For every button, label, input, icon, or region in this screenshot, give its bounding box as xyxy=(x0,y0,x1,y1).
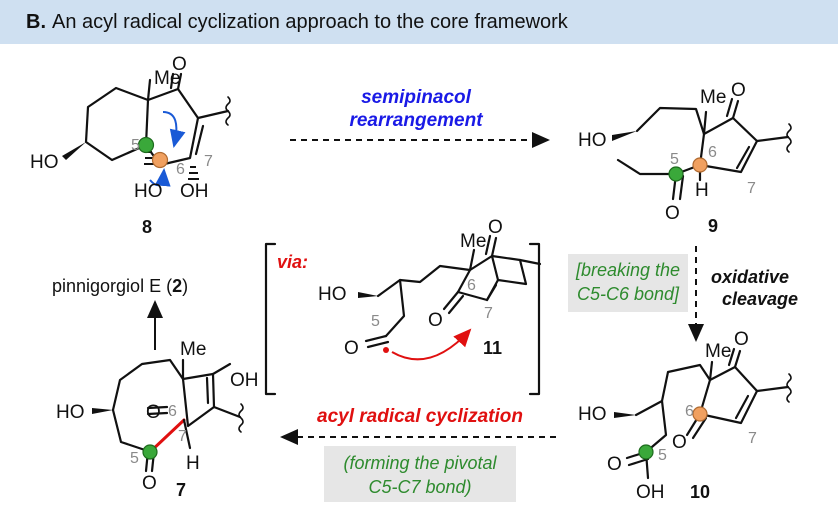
c9-num6: 6 xyxy=(708,144,717,161)
compound-11-label: 11 xyxy=(483,338,502,358)
c11-o-aldehyde: O xyxy=(344,338,359,359)
c7-num5: 5 xyxy=(130,450,139,467)
compound-7-label: 7 xyxy=(176,480,186,500)
c7-oh: OH xyxy=(230,370,259,391)
new-c5-c7-bond xyxy=(148,418,186,454)
c11-num6: 6 xyxy=(467,277,476,294)
c10-ho: HO xyxy=(578,404,607,425)
c11-ho: HO xyxy=(318,284,347,305)
c7-o-ketone: O xyxy=(146,402,161,423)
c11-o-top: O xyxy=(488,217,503,238)
c9-me: Me xyxy=(700,87,726,108)
oxidative-line2: cleavage xyxy=(722,289,798,309)
semipinacol-line2: rearrangement xyxy=(349,110,483,131)
c8-me: Me xyxy=(154,68,180,89)
breaking-line2: C5-C6 bond] xyxy=(577,284,680,304)
c9-o-top: O xyxy=(731,80,746,101)
c7-num6: 6 xyxy=(168,403,177,420)
semipinacol-line1: semipinacol xyxy=(361,87,472,108)
acyl-text: acyl radical cyclization xyxy=(317,406,523,427)
compound-8-label: 8 xyxy=(142,217,152,237)
forming-line2: C5-C7 bond) xyxy=(368,477,471,497)
radical-dot xyxy=(383,347,389,353)
section-header: B. An acyl radical cyclization approach … xyxy=(0,0,838,44)
c10-num6: 6 xyxy=(685,403,694,420)
compound-8-structure xyxy=(62,72,231,187)
c9-ho: HO xyxy=(578,130,607,151)
c10-me: Me xyxy=(705,341,731,362)
compound-7-structure xyxy=(92,358,244,473)
c11-num7: 7 xyxy=(484,305,493,322)
section-label: B. xyxy=(26,10,46,33)
c8-oh-6: OH xyxy=(180,181,209,202)
section-title: An acyl radical cyclization approach to … xyxy=(52,10,568,33)
c9-c6-marker xyxy=(692,157,708,173)
c8-num6: 6 xyxy=(176,161,185,178)
product-name: pinnigorgiol E (2) xyxy=(52,276,188,296)
c8-num5: 5 xyxy=(131,137,140,154)
c10-num7: 7 xyxy=(748,430,757,447)
c8-ho: HO xyxy=(30,152,59,173)
forming-bond-box xyxy=(324,446,516,502)
c7-ho: HO xyxy=(56,402,85,423)
c7-c5-marker xyxy=(142,444,158,460)
c7-me: Me xyxy=(180,339,206,360)
breaking-bond-box xyxy=(568,254,688,312)
compound-10-structure xyxy=(614,347,792,480)
compound-10-label: 10 xyxy=(690,482,710,502)
c9-num7: 7 xyxy=(747,180,756,197)
c11-o-ketone: O xyxy=(428,310,443,331)
c10-o-acid: O xyxy=(607,454,622,475)
compound-9-structure xyxy=(612,97,792,201)
c7-o-bottom: O xyxy=(142,473,157,494)
c7-h: H xyxy=(186,453,200,474)
c9-c5-marker xyxy=(668,166,684,182)
c10-o-top: O xyxy=(734,329,749,350)
via-label: via: xyxy=(277,252,308,272)
c11-me: Me xyxy=(460,231,486,252)
c10-c6-marker xyxy=(692,406,708,422)
forming-line1: (forming the pivotal xyxy=(343,453,497,473)
c9-o-bottom: O xyxy=(665,203,680,224)
compound-9-label: 9 xyxy=(708,216,718,236)
c9-h: H xyxy=(695,180,709,201)
c6-atom-marker xyxy=(151,151,169,169)
c11-num5: 5 xyxy=(371,313,380,330)
c10-c5-marker xyxy=(638,444,654,460)
breaking-line1: [breaking the xyxy=(575,260,680,280)
c9-num5: 5 xyxy=(670,151,679,168)
c8-num7: 7 xyxy=(204,153,213,170)
c8-oh-5: HO xyxy=(134,181,163,202)
c10-o-ketone: O xyxy=(672,432,687,453)
c10-num5: 5 xyxy=(658,447,667,464)
compound-11-structure xyxy=(264,234,542,396)
c10-oh: OH xyxy=(636,482,665,503)
c7-num7: 7 xyxy=(178,428,187,445)
oxidative-line1: oxidative xyxy=(711,267,789,287)
radical-curve-arrow xyxy=(391,328,472,361)
c8-o: O xyxy=(172,54,187,75)
c5-atom-marker xyxy=(137,136,155,154)
